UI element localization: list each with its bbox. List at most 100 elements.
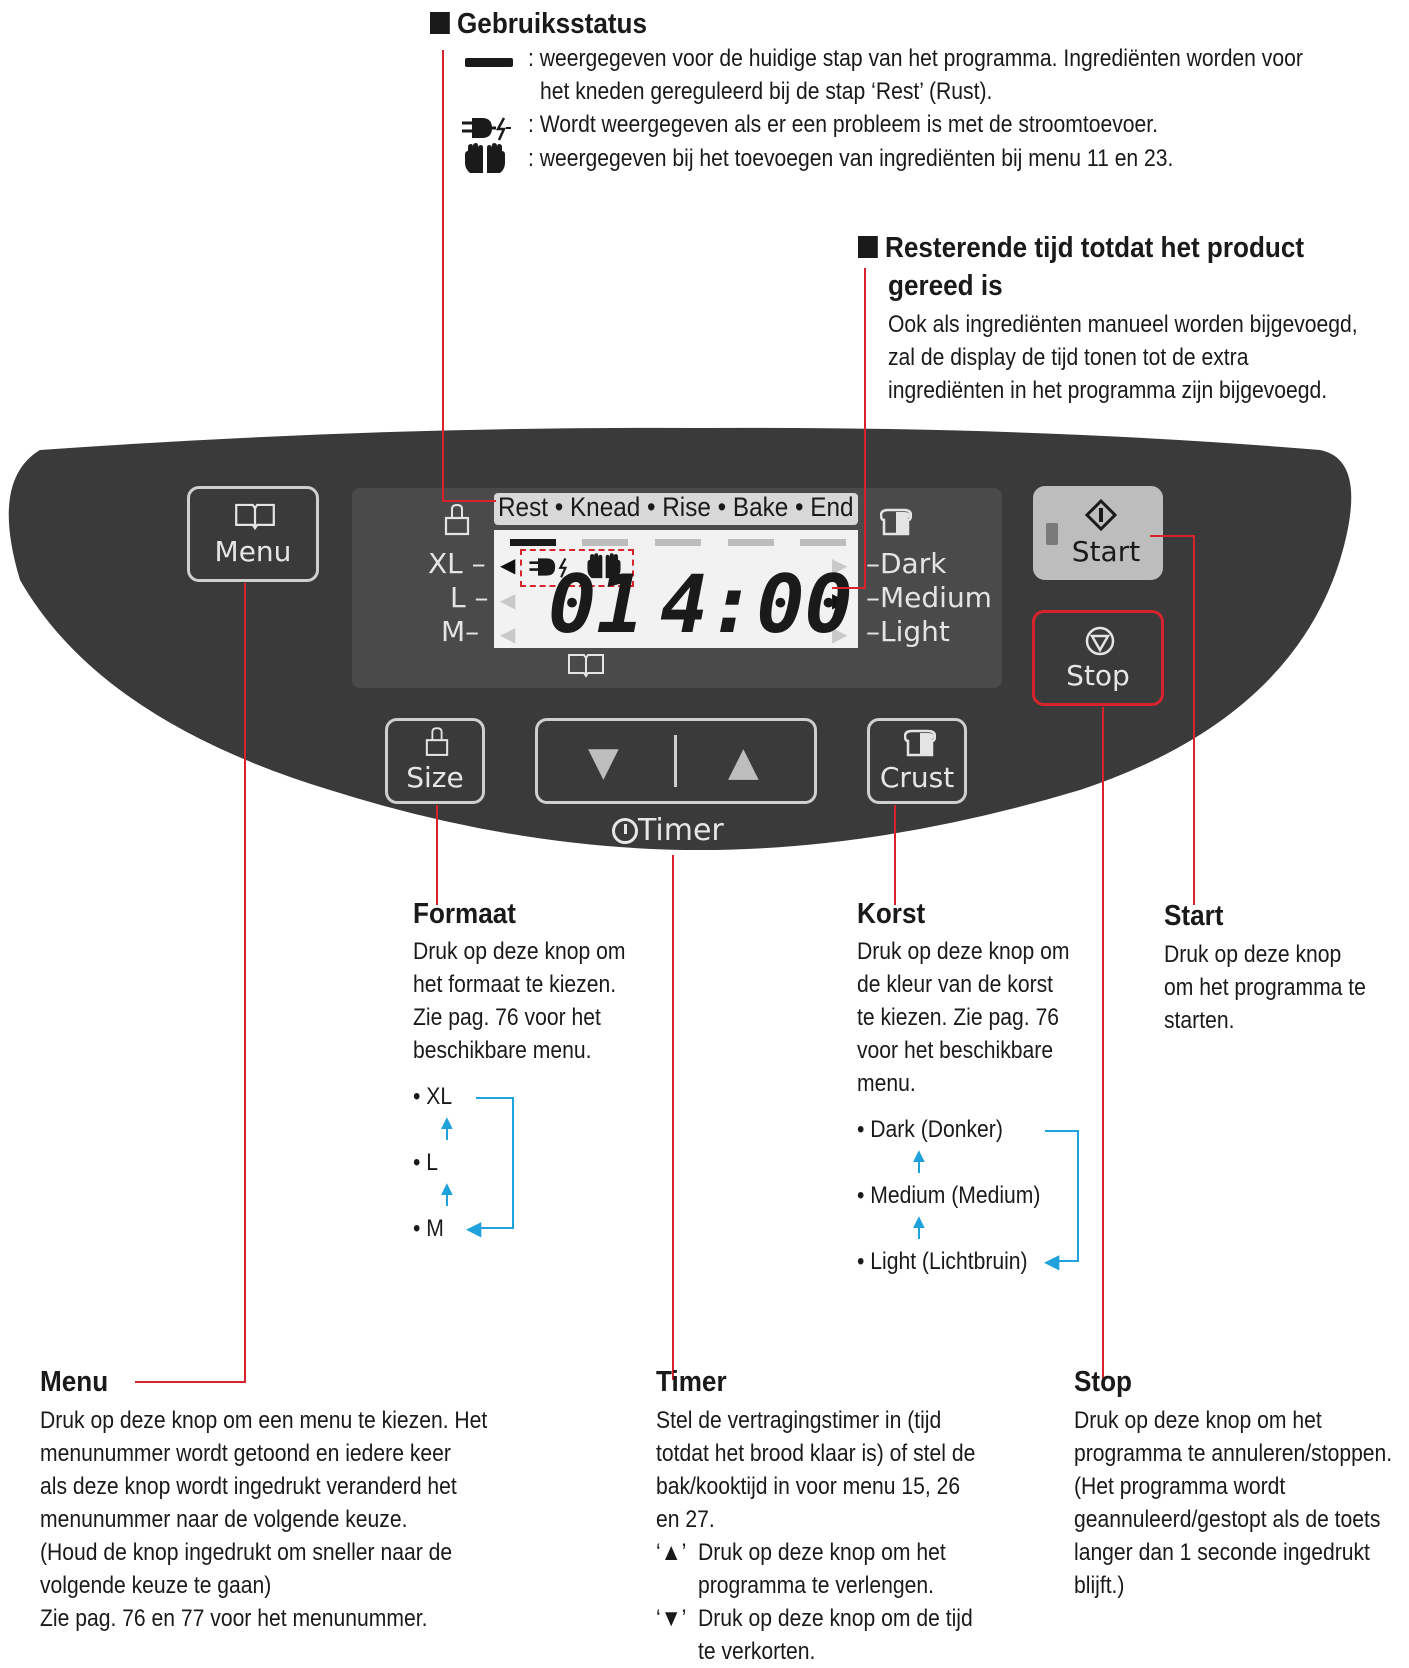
size-button[interactable]: Size xyxy=(385,718,485,804)
size-button-label: Size xyxy=(406,761,464,794)
up-arrow-icon: ▲ xyxy=(437,1112,457,1134)
left-arrow-icon: ◀ xyxy=(1044,1251,1060,1273)
clock-icon xyxy=(612,818,638,844)
start-line: starten. xyxy=(1164,1007,1235,1034)
cycle-line xyxy=(476,1227,514,1229)
status-item-hands-text: : weergegeven bij het toevoegen van ingr… xyxy=(528,145,1174,172)
crust-arrow-active-icon: ▶ xyxy=(832,590,848,612)
up-arrow-icon: ▲ xyxy=(437,1178,457,1200)
up-arrow-stem xyxy=(918,1225,920,1239)
size-label-l: L – xyxy=(450,581,489,614)
menu-line: Zie pag. 76 en 77 voor het menunummer. xyxy=(40,1605,428,1632)
callout-line-remaining xyxy=(864,268,866,588)
size-label-xl: XL – xyxy=(428,547,486,580)
status-item-bar-text2: het kneden gereguleerd bij de stap ‘Rest… xyxy=(540,78,993,105)
timer-line: totdat het brood klaar is) of stel de xyxy=(656,1440,976,1467)
korst-option-dark: • Dark (Donker) xyxy=(857,1116,1003,1143)
callout-line-status xyxy=(442,500,496,502)
start-line: Druk op deze knop xyxy=(1164,941,1342,968)
timer-down-button[interactable]: ▼ xyxy=(588,739,619,785)
timer-line: bak/kooktijd in voor menu 15, 26 xyxy=(656,1473,961,1500)
crust-toast-icon xyxy=(880,508,912,536)
crust-toast-icon xyxy=(904,729,936,757)
timer-line: Stel de vertragingstimer in (tijd xyxy=(656,1407,942,1434)
menu-button[interactable]: Menu xyxy=(187,486,319,582)
callout-line-remaining xyxy=(832,587,866,589)
up-arrow-icon: ▲ xyxy=(909,1211,929,1233)
timer-up-line: Druk op deze knop om het xyxy=(698,1539,946,1566)
stop-heading: Stop xyxy=(1074,1366,1132,1398)
korst-line: Druk op deze knop om xyxy=(857,938,1070,965)
up-arrow-stem xyxy=(446,1126,448,1140)
crust-arrow-icon: ▶ xyxy=(832,624,848,646)
formaat-line: beschikbare menu. xyxy=(413,1037,592,1064)
start-button[interactable]: Start xyxy=(1033,486,1163,580)
stop-button-label: Stop xyxy=(1066,659,1130,692)
timer-divider xyxy=(674,735,677,787)
timer-up-mark: ‘▲’ xyxy=(656,1539,687,1566)
remaining-heading-cont: gereed is xyxy=(888,270,1003,302)
step-bar-active xyxy=(510,539,556,546)
formaat-option-m: • M xyxy=(413,1215,444,1242)
stop-line: langer dan 1 seconde ingedrukt xyxy=(1074,1539,1370,1566)
up-arrow-stem xyxy=(446,1192,448,1206)
cycle-line xyxy=(476,1097,514,1099)
remaining-heading: Resterende tijd totdat het product xyxy=(858,232,1304,265)
status-item-bar-text1: : weergegeven voor de huidige stap van h… xyxy=(528,45,1303,72)
timer-heading: Timer xyxy=(656,1366,727,1398)
formaat-line: Druk op deze knop om xyxy=(413,938,626,965)
crust-button[interactable]: Crust xyxy=(867,718,967,804)
stop-button[interactable]: Stop xyxy=(1032,610,1164,706)
status-item-power-text: : Wordt weergegeven als er een probleem … xyxy=(528,111,1159,138)
callout-line-menu xyxy=(135,1381,246,1383)
callout-line-stop xyxy=(1102,707,1104,1380)
menu-line: volgende keuze te gaan) xyxy=(40,1572,272,1599)
remaining-line-1: Ook als ingrediënten manueel worden bijg… xyxy=(888,311,1358,338)
program-steps: Rest • Knead • Rise • Bake • End xyxy=(498,492,854,522)
size-label-m: M– xyxy=(441,615,480,648)
korst-option-light: • Light (Lichtbruin) xyxy=(857,1248,1028,1275)
formaat-option-xl: • XL xyxy=(413,1083,453,1110)
formaat-heading: Formaat xyxy=(413,898,516,930)
formaat-option-l: • L xyxy=(413,1149,439,1176)
timer-up-button[interactable]: ▲ xyxy=(728,739,759,785)
start-indicator-led xyxy=(1046,523,1058,545)
crust-label-light: –Light xyxy=(866,615,950,648)
formaat-line: Zie pag. 76 voor het xyxy=(413,1004,601,1031)
square-bullet-icon xyxy=(858,236,878,258)
cycle-line xyxy=(1055,1260,1079,1262)
lcd-power-failure-icon xyxy=(529,557,568,578)
korst-line: de kleur van de korst xyxy=(857,971,1054,998)
status-icons-highlight xyxy=(520,549,634,587)
stop-line: programma te annuleren/stoppen. xyxy=(1074,1440,1393,1467)
menu-line: als deze knop wordt ingedrukt veranderd … xyxy=(40,1473,457,1500)
callout-line-korst xyxy=(894,805,896,905)
start-button-label: Start xyxy=(1071,535,1141,568)
cycle-line xyxy=(512,1097,514,1229)
status-heading: Gebruiksstatus xyxy=(430,8,647,41)
size-loaf-icon xyxy=(444,504,470,536)
cycle-line xyxy=(1077,1130,1079,1262)
remaining-line-3: ingrediënten in het programma zijn bijge… xyxy=(888,377,1328,404)
korst-line: voor het beschikbare xyxy=(857,1037,1054,1064)
size-arrow-active-icon: ◀ xyxy=(500,555,516,577)
square-bullet-icon xyxy=(430,12,450,34)
step-bar xyxy=(728,539,774,546)
callout-line-start xyxy=(1193,535,1195,905)
stop-line: (Het programma wordt xyxy=(1074,1473,1286,1500)
start-line: om het programma te xyxy=(1164,974,1366,1001)
timer-down-line: Druk op deze knop om de tijd xyxy=(698,1605,973,1632)
stop-icon xyxy=(1085,626,1115,656)
timer-button-group: ▼ ▲ xyxy=(535,718,817,804)
menu-line: menunummer naar de volgende keuze. xyxy=(40,1506,408,1533)
left-arrow-icon: ◀ xyxy=(466,1218,482,1240)
remaining-line-2: zal de display de tijd tonen tot de extr… xyxy=(888,344,1249,371)
stop-line: blijft.) xyxy=(1074,1572,1125,1599)
menu-number-display: 01 xyxy=(548,558,645,651)
crust-button-label: Crust xyxy=(879,761,955,794)
size-arrow-icon: ◀ xyxy=(500,590,516,612)
timer-up-line: programma te verlengen. xyxy=(698,1572,934,1599)
menu-line: Druk op deze knop om een menu te kiezen.… xyxy=(40,1407,488,1434)
timer-line: en 27. xyxy=(656,1506,715,1533)
callout-line-start xyxy=(1150,535,1195,537)
